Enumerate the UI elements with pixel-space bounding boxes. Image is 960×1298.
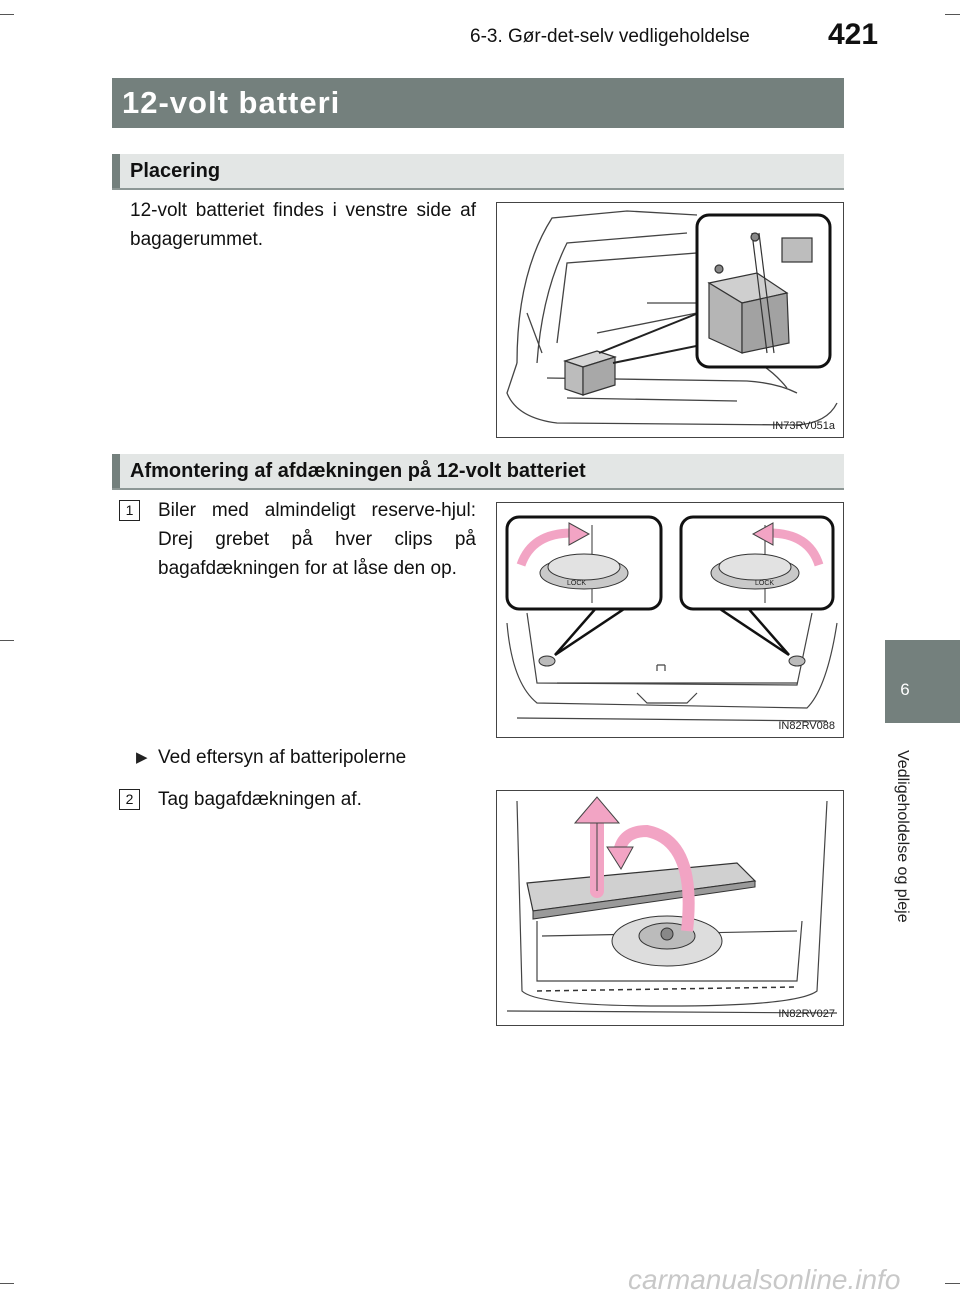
crop-mark [0, 14, 14, 15]
section-heading-text: Placering [130, 160, 221, 182]
crop-mark [0, 1283, 14, 1284]
battery-location-figure: IN73RV051a [496, 202, 844, 438]
section-heading-placement: Placering [112, 154, 844, 190]
page-number: 421 [828, 18, 879, 51]
step-number-1: 1 [119, 500, 140, 521]
trunk-cover-illustration [506, 796, 838, 1014]
section-heading-bar [112, 154, 120, 188]
section-heading-cover-removal: Afmontering af afdækningen på 12-volt ba… [112, 454, 844, 490]
chapter-label: Vedligeholdelse og pleje [894, 750, 911, 923]
figure-code: IN82RV027 [778, 1008, 835, 1020]
lock-label: LOCK [755, 580, 774, 587]
section-heading-bar [112, 454, 120, 488]
chapter-tab: 6 [885, 640, 960, 723]
figure-code: IN73RV051a [772, 420, 835, 432]
bullet-text: Ved eftersyn af batteripolerne [158, 747, 407, 768]
crop-mark [945, 14, 960, 15]
figure-code: IN82RV088 [778, 720, 835, 732]
bullet-arrow-icon: ▶ [136, 749, 148, 766]
step-number-2: 2 [119, 789, 140, 810]
placement-text: 12-volt batteriet findes i venstre side … [130, 200, 476, 250]
section-heading-text: Afmontering af afdækningen på 12-volt ba… [130, 460, 586, 482]
page-title: 12-volt batteri [112, 78, 844, 128]
watermark: carmanualsonline.info [628, 1264, 901, 1295]
crop-mark [945, 1283, 960, 1284]
cover-removal-figure: IN82RV027 [496, 790, 844, 1026]
running-head: 6-3. Gør-det-selv vedligeholdelse [470, 26, 750, 47]
step2-text: Tag bagafdækningen af. [158, 789, 362, 810]
lock-label: LOCK [567, 580, 586, 587]
car-rear-illustration [506, 210, 838, 426]
trunk-clips-illustration: LOCK LOCK [505, 515, 838, 722]
chapter-number: 6 [900, 680, 910, 699]
crop-mark [0, 640, 14, 641]
clip-unlock-figure: LOCK LOCK IN82RV088 [496, 502, 844, 738]
step1-text: Biler med almindeligt reserve-hjul: Drej… [158, 500, 476, 579]
